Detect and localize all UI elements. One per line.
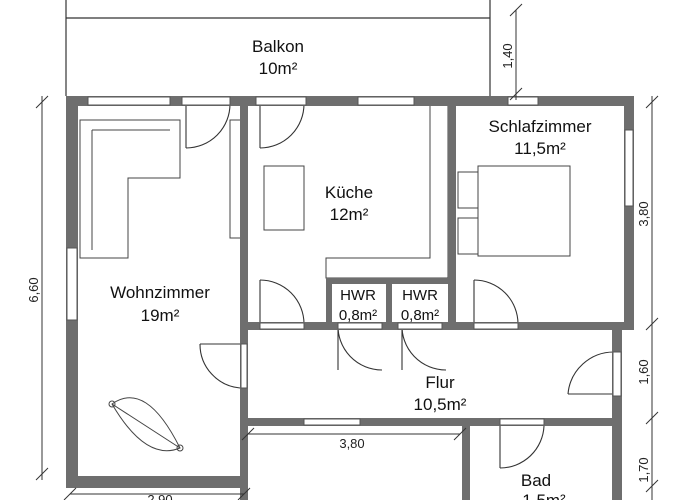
openings bbox=[66, 96, 634, 426]
wohnzimmer-area: 19m² bbox=[141, 306, 180, 325]
dimension-lines bbox=[35, 3, 659, 500]
flur-name: Flur bbox=[425, 373, 455, 392]
kueche-area: 12m² bbox=[330, 205, 369, 224]
hwr1-area: 0,8m² bbox=[339, 307, 377, 324]
balkon-area: 10m² bbox=[259, 59, 298, 78]
hwr2-name: HWR bbox=[402, 287, 438, 304]
room-labels: Balkon 10m² Küche 12m² Schlafzimmer 11,5… bbox=[110, 37, 592, 500]
schlafzimmer-area: 11,5m² bbox=[514, 139, 566, 158]
dim-total-height: 6,60 bbox=[26, 277, 41, 302]
door-swings bbox=[185, 103, 615, 469]
schlafzimmer-name: Schlafzimmer bbox=[489, 117, 592, 136]
hwr2-area: 0,8m² bbox=[401, 307, 439, 324]
bad-name: Bad bbox=[521, 471, 551, 490]
dim-flur-height: 1,60 bbox=[636, 359, 651, 384]
flur-area: 10,5m² bbox=[414, 395, 467, 414]
dim-bad-height: 1,70 bbox=[636, 457, 651, 482]
dimension-labels: 1,40 6,60 3,80 1,60 1,70 3,80 2,90 bbox=[26, 43, 651, 500]
kueche-name: Küche bbox=[325, 183, 373, 202]
furniture bbox=[79, 106, 571, 452]
balkon-name: Balkon bbox=[252, 37, 304, 56]
wohnzimmer-name: Wohnzimmer bbox=[110, 283, 210, 302]
bad-area: 1,5m² bbox=[522, 491, 566, 500]
dim-balkon-depth: 1,40 bbox=[500, 43, 515, 68]
hwr1-name: HWR bbox=[340, 287, 376, 304]
balcony-area bbox=[65, 0, 491, 96]
dim-lower-width: 3,80 bbox=[339, 436, 364, 451]
dim-bottom-width: 2,90 bbox=[147, 492, 172, 500]
dim-schlafzimmer-height: 3,80 bbox=[636, 201, 651, 226]
